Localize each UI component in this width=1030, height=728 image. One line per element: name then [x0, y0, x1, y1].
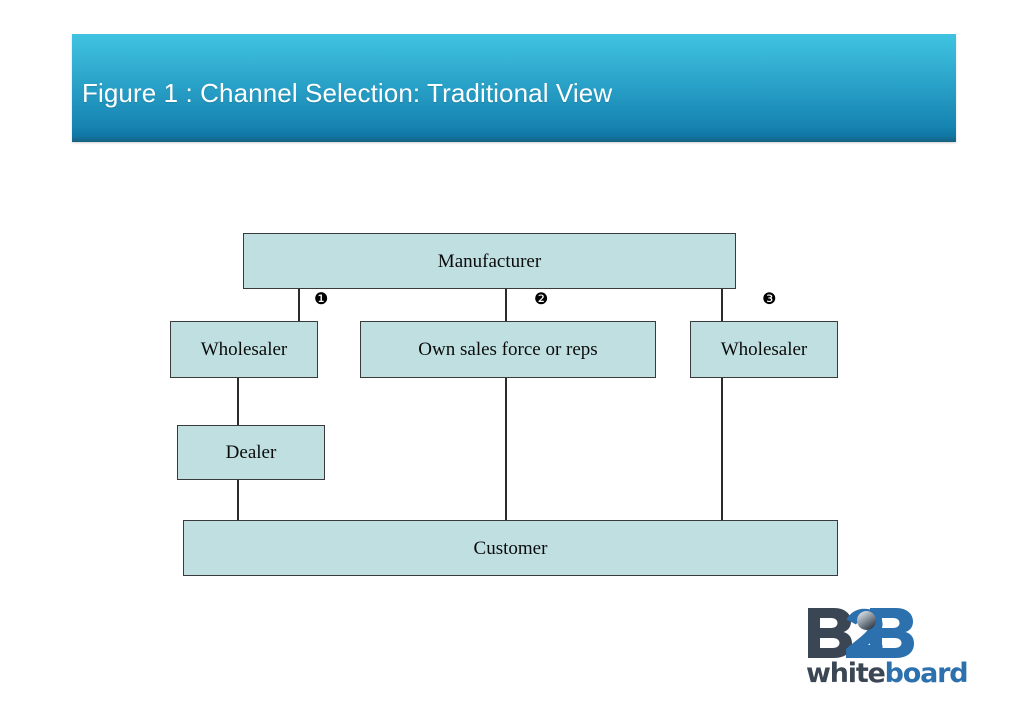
- connector-wholesaler-left-to-dealer: [237, 377, 239, 426]
- channel-marker-2-icon: ❷: [534, 289, 549, 308]
- connector-dealer-to-customer: [237, 479, 239, 521]
- b2b-whiteboard-logo: whiteboard: [800, 605, 969, 693]
- node-wholesaler-left: Wholesaler: [170, 321, 318, 378]
- connector-manufacturer-to-own-sales: [505, 288, 507, 322]
- node-wholesaler-right: Wholesaler: [690, 321, 838, 378]
- node-customer-label: Customer: [473, 537, 548, 559]
- connector-wholesaler-right-to-customer: [721, 377, 723, 521]
- logo-word-board: board: [884, 658, 969, 689]
- node-customer: Customer: [183, 520, 838, 576]
- channel-marker-1-icon: ❶: [314, 289, 329, 308]
- channel-marker-3-icon: ❸: [762, 289, 777, 308]
- connector-own-sales-to-customer: [505, 377, 507, 521]
- logo-word-white: white: [806, 658, 886, 689]
- node-dealer: Dealer: [177, 425, 325, 480]
- connector-manufacturer-to-wholesaler-left: [298, 288, 300, 322]
- node-manufacturer-label: Manufacturer: [437, 250, 542, 272]
- node-manufacturer: Manufacturer: [243, 233, 736, 289]
- node-wholesaler-right-label: Wholesaler: [720, 339, 808, 360]
- b2b-logo-mark-icon: [808, 608, 914, 658]
- node-own-sales-force-label: Own sales force or reps: [418, 339, 598, 360]
- b2b-logo-wordmark: whiteboard: [806, 658, 969, 689]
- title-banner: [72, 34, 956, 142]
- connector-manufacturer-to-wholesaler-right: [721, 288, 723, 322]
- node-dealer-label: Dealer: [225, 442, 277, 463]
- page-title: Figure 1 : Channel Selection: Traditiona…: [82, 78, 613, 108]
- node-own-sales-force: Own sales force or reps: [360, 321, 656, 378]
- node-wholesaler-left-label: Wholesaler: [200, 339, 288, 360]
